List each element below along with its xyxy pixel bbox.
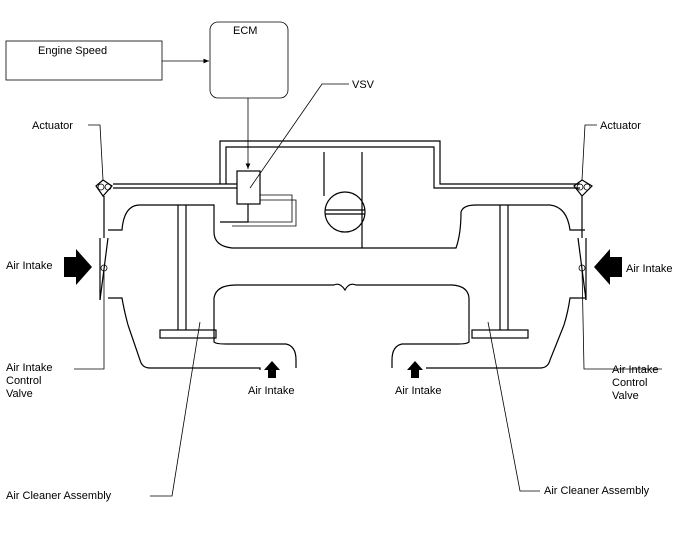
ecm-box bbox=[209, 21, 289, 99]
valve-left-leader bbox=[74, 268, 105, 370]
actuator-right bbox=[573, 179, 593, 301]
intake-housing bbox=[108, 204, 585, 370]
cleaner-right-leader bbox=[487, 321, 540, 492]
valve-left-label-3: Valve bbox=[6, 388, 33, 400]
ecm-label: ECM bbox=[233, 25, 257, 37]
cleaner-right-label: Air Cleaner Assembly bbox=[544, 485, 650, 497]
chamber-valve bbox=[324, 191, 366, 233]
valve-right-label-2: Control bbox=[612, 377, 647, 389]
air-intake-arrow-right bbox=[594, 249, 622, 285]
actuator-right-leader bbox=[581, 124, 597, 181]
vsv-to-chamber-line bbox=[220, 152, 325, 227]
actuator-left-leader bbox=[88, 124, 104, 181]
valve-left-label-2: Control bbox=[6, 375, 41, 387]
air-intake-bottom-left-label: Air Intake bbox=[248, 385, 294, 397]
actuator-left-label: Actuator bbox=[32, 120, 73, 132]
vsv-leader-line bbox=[249, 83, 349, 189]
valve-right-leader bbox=[581, 267, 662, 370]
actuator-right-label: Actuator bbox=[600, 120, 641, 132]
air-intake-bottom-right-label: Air Intake bbox=[395, 385, 441, 397]
vacuum-line-left bbox=[113, 140, 580, 189]
vsv-label: VSV bbox=[352, 79, 375, 91]
valve-left-label-1: Air Intake bbox=[6, 362, 52, 374]
engine-speed-label: Engine Speed bbox=[38, 45, 107, 57]
vsv-body bbox=[236, 170, 261, 205]
air-intake-arrow-bottom-right bbox=[407, 361, 423, 378]
air-intake-left-label: Air Intake bbox=[6, 260, 52, 272]
cleaner-left-label: Air Cleaner Assembly bbox=[6, 490, 112, 502]
air-intake-arrow-bottom-left bbox=[264, 361, 280, 378]
valve-right-label-3: Valve bbox=[612, 390, 639, 402]
valve-right-label-1: Air Intake bbox=[612, 364, 658, 376]
air-intake-arrow-left bbox=[64, 249, 92, 285]
cleaner-left-leader bbox=[150, 321, 201, 497]
engine-speed-box bbox=[5, 40, 163, 81]
air-intake-right-label: Air Intake bbox=[626, 263, 672, 275]
